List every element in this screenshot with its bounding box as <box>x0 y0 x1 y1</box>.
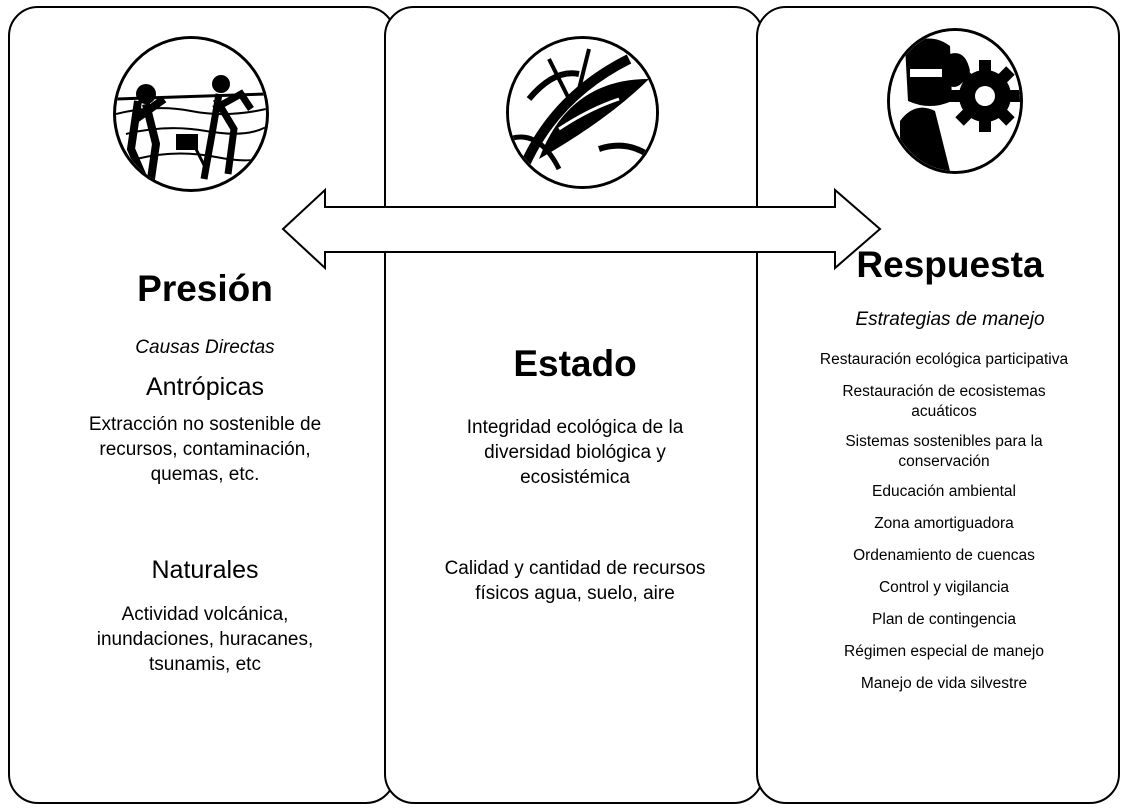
estado-text-2: Calidad y cantidad de recursos físicos a… <box>444 558 706 604</box>
naturales-text: Actividad volcánica, inundaciones, hurac… <box>96 604 314 675</box>
presion-title: Presión <box>137 268 273 309</box>
list-item: Régimen especial de manejo <box>844 643 1044 660</box>
estado-text-1: Integridad ecológica de la diversidad bi… <box>466 417 684 488</box>
list-item: Zona amortiguadora <box>874 515 1014 532</box>
list-item: Educación ambiental <box>872 483 1016 500</box>
list-item: Ordenamiento de cuencas <box>853 547 1035 564</box>
estado-title: Estado <box>513 343 637 384</box>
respuesta-subtitle: Estrategias de manejo <box>855 309 1045 330</box>
presion-subtitle: Causas Directas <box>135 337 275 358</box>
respuesta-list: Restauración ecológica participativa Res… <box>768 350 1120 706</box>
list-item: Control y vigilancia <box>878 579 1010 596</box>
antropicas-heading: Antrópicas <box>145 373 265 401</box>
person-gear-icon <box>887 28 1023 174</box>
list-item: Restauración ecológica participativa <box>819 351 1069 368</box>
naturales-heading: Naturales <box>151 556 259 584</box>
list-item: Plan de contingencia <box>872 611 1016 628</box>
antropicas-text: Extracción no sostenible de recursos, co… <box>88 414 322 485</box>
leaf-nature-icon <box>506 36 659 189</box>
list-item: Manejo de vida silvestre <box>860 675 1028 692</box>
respuesta-title: Respuesta <box>856 244 1044 285</box>
